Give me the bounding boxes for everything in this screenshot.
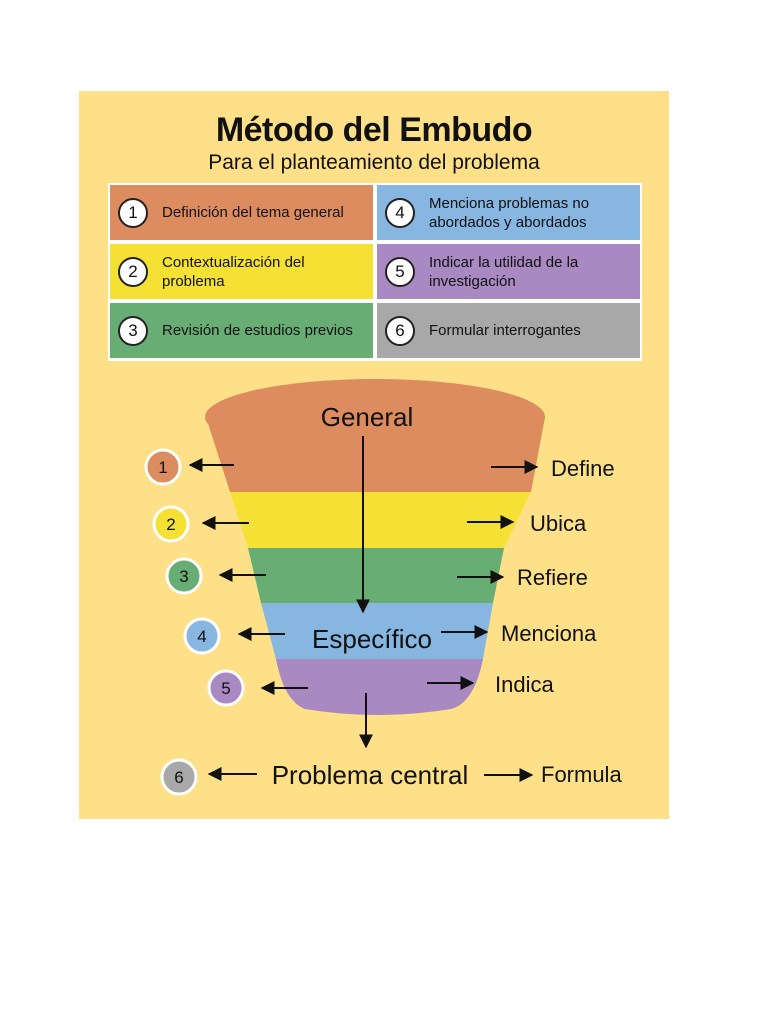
legend-cell-6: 6 Formular interrogantes [377,303,640,358]
page-title: Método del Embudo [215,111,533,149]
funnel-label-problema-central: Problema central [272,760,469,790]
row-number-text: 3 [179,567,188,586]
legend-number-badge: 5 [385,256,415,287]
legend-cell-3: 3 Revisión de estudios previos [110,303,373,358]
action-label-indica: Indica [495,672,554,697]
funnel-band-2 [230,492,531,548]
legend-text: Contextualización del problema [162,253,305,290]
legend-text: Formular interrogantes [429,322,581,339]
legend-text: Definición del tema general [162,204,344,221]
action-label-ubica: Ubica [530,511,587,536]
funnel-band-3 [248,548,504,603]
row-number-badge-4 [183,617,221,655]
legend-cell-5: 5 Indicar la utilidad de la investigació… [377,244,640,299]
legend-cell-2: 2 Contextualización del problema [110,244,373,299]
funnel-label-especifico: Específico [312,624,432,654]
row-number-badge-6 [160,758,198,796]
row-number-text: 6 [174,768,183,787]
row-number-text: 1 [158,458,167,477]
legend-number-badge: 6 [385,315,415,346]
action-label-refiere: Refiere [517,565,588,590]
funnel-band-4 [261,603,493,659]
legend-text: Revisión de estudios previos [162,322,353,339]
row-number-text: 2 [166,515,175,534]
funnel-rim [205,379,545,455]
action-label-formula: Formula [541,762,622,787]
legend-table: 1 Definición del tema general 4 Menciona… [108,183,642,361]
action-label-menciona: Menciona [501,621,597,646]
funnel-band-5 [276,659,483,715]
row-number-badge-5 [207,669,245,707]
legend-number-badge: 4 [385,197,415,228]
row-number-badge-1 [144,448,182,486]
page-subtitle: Para el planteamiento del problema [208,151,540,174]
funnel-diagram: General Específico Problema central 1 De… [144,379,622,796]
legend-text: Indicar la utilidad de la investigación [429,253,579,290]
row-number-badge-2 [152,505,190,543]
legend-number-badge: 2 [118,256,148,287]
row-number-badge-3 [165,557,203,595]
legend-cell-1: 1 Definición del tema general [110,185,373,240]
row-number-text: 5 [221,679,230,698]
legend-cell-4: 4 Menciona problemas no abordados y abor… [377,185,640,240]
funnel-label-general: General [321,402,414,432]
row-number-text: 4 [197,627,206,646]
legend-number-badge: 3 [118,315,148,346]
action-label-define: Define [551,456,615,481]
legend-number-badge: 1 [118,197,148,228]
legend-text: Menciona problemas no abordados y aborda… [429,194,590,231]
infographic-poster: Método del Embudo Para el planteamiento … [79,91,669,819]
